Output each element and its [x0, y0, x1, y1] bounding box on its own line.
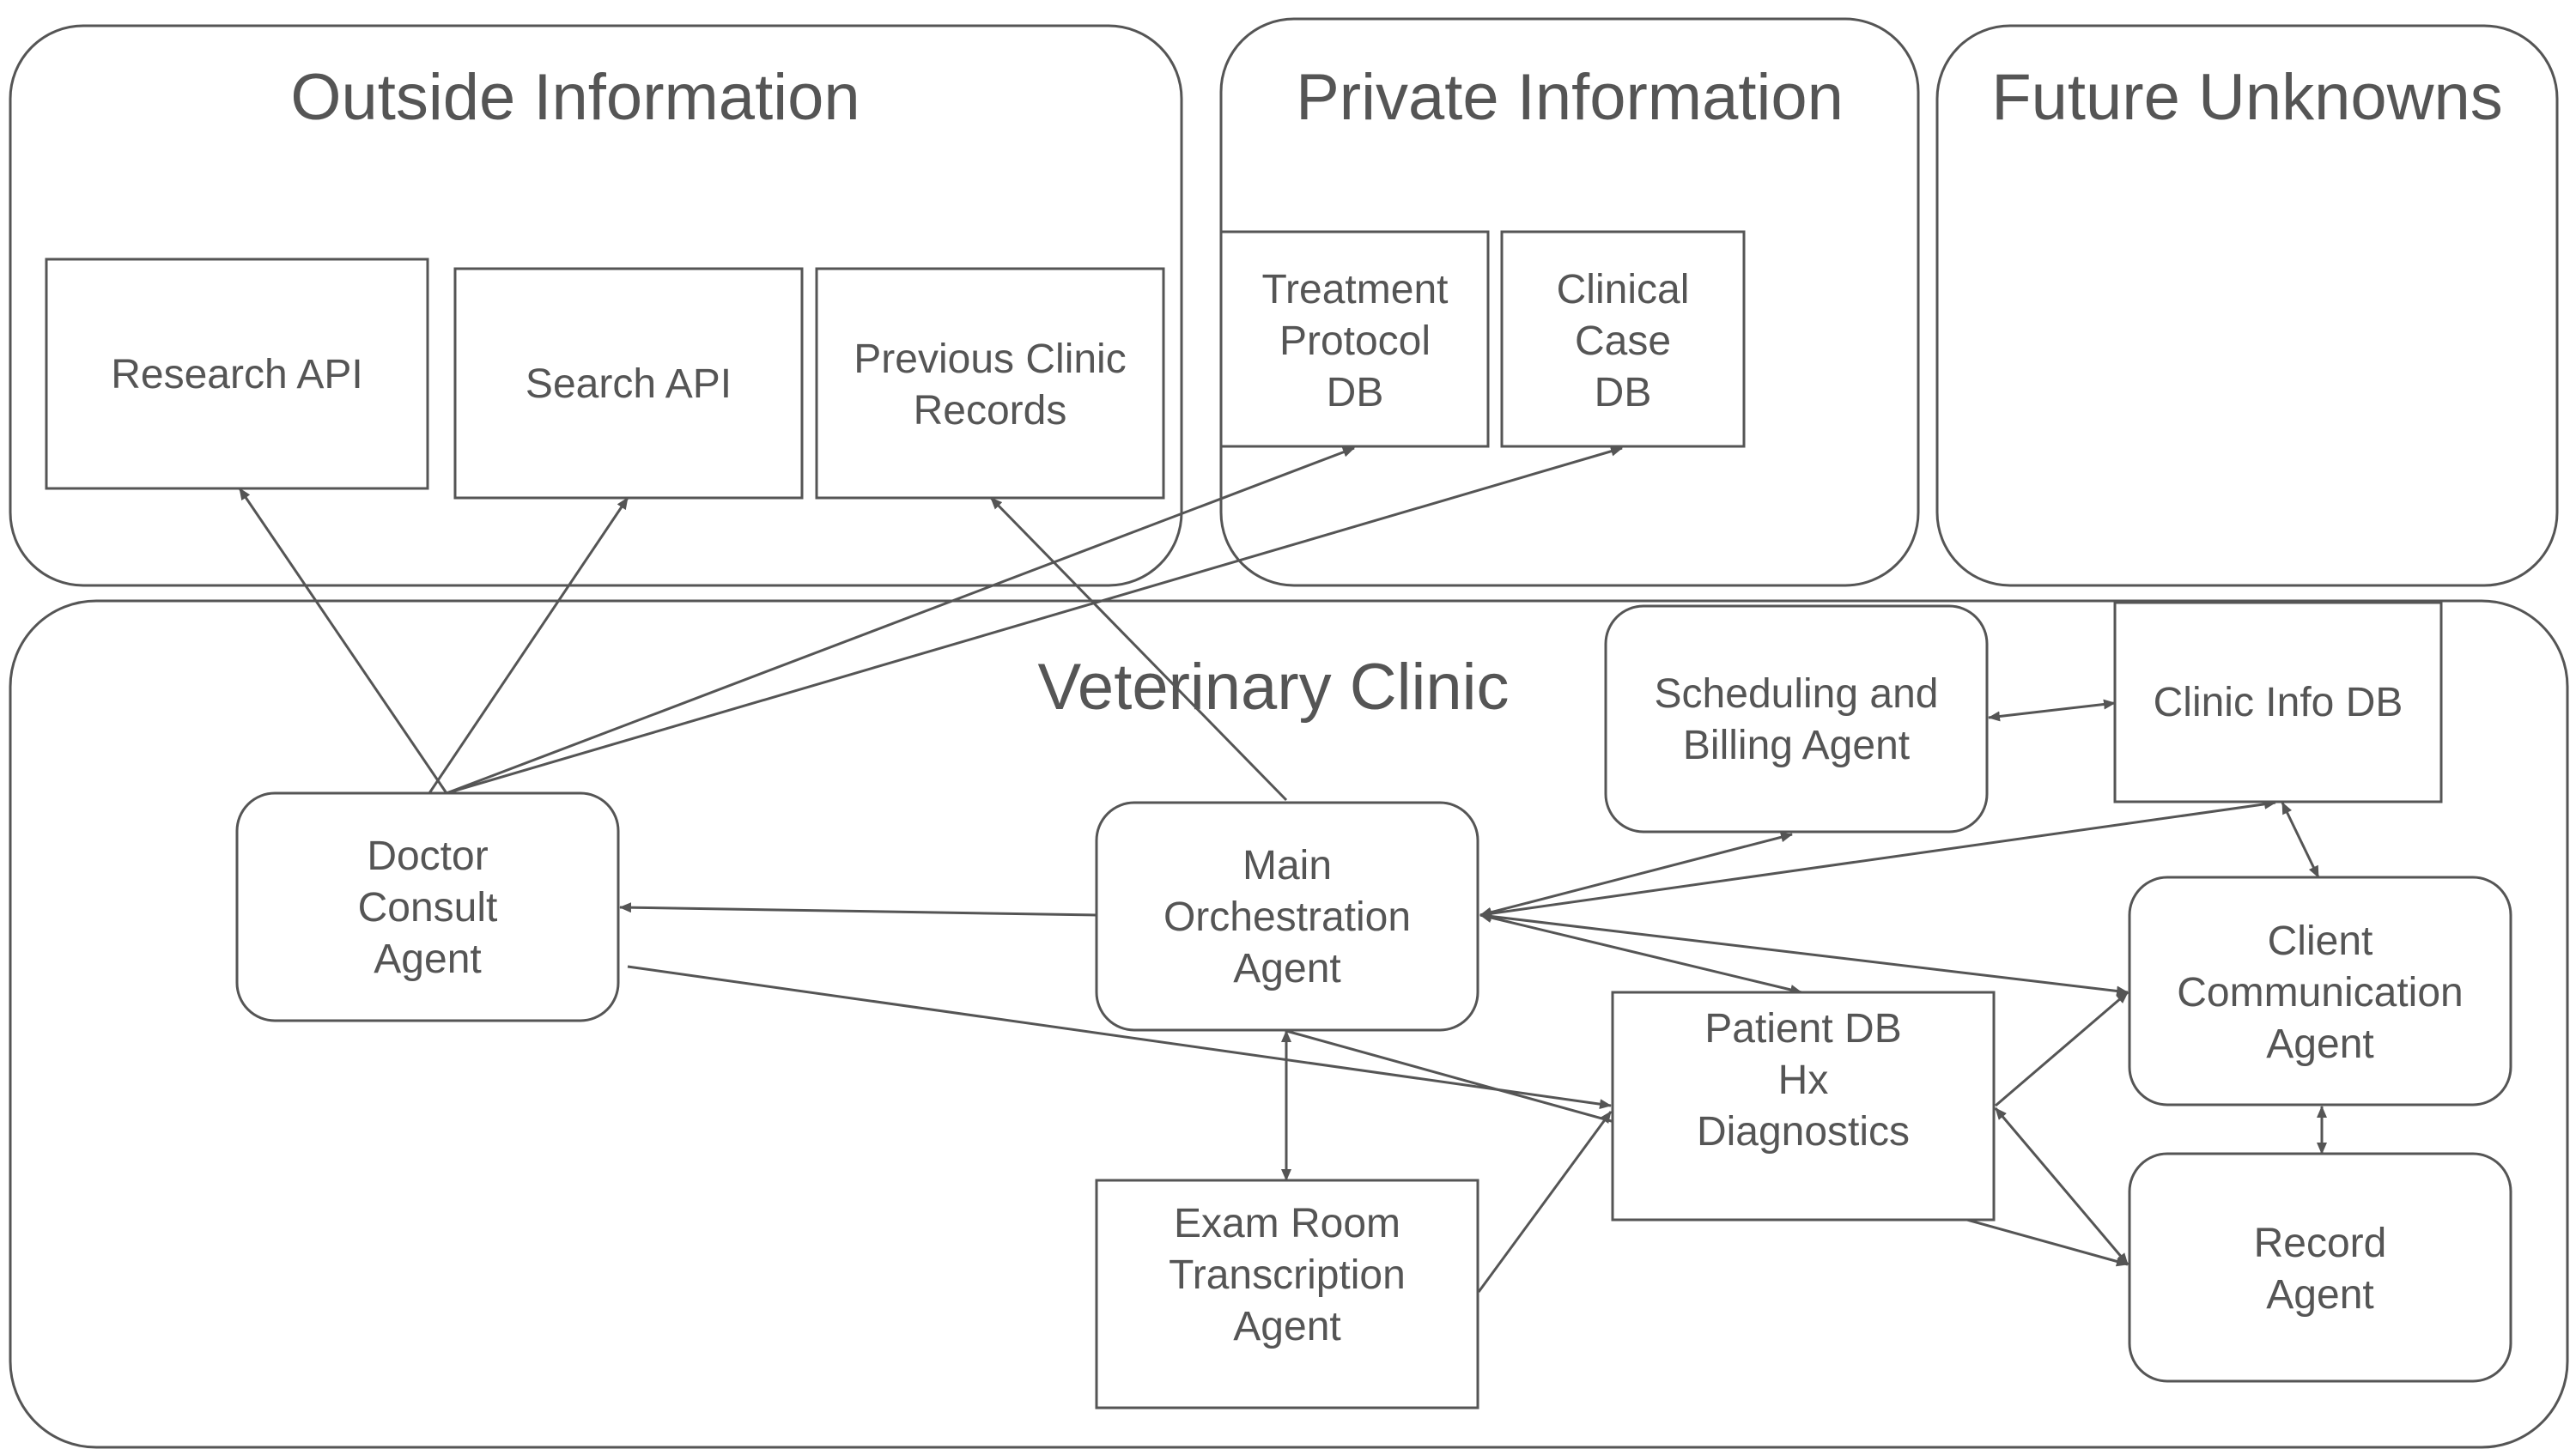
- label-line: Client: [2268, 919, 2373, 964]
- label-line: Orchestration: [1163, 894, 1411, 940]
- label-line: Consult: [358, 885, 498, 931]
- edge-doctor-to-treatment-db: [446, 446, 1355, 795]
- region-outside-information: Outside Information: [9, 24, 1183, 587]
- node-search-api[interactable]: Search API: [453, 267, 804, 500]
- label-line: Exam Room: [1174, 1201, 1400, 1246]
- region-outside-information-title: Outside Information: [290, 61, 860, 134]
- node-research-api[interactable]: Research API: [45, 258, 429, 490]
- label-line: Agent: [2266, 1272, 2373, 1318]
- region-veterinary-clinic-title: Veterinary Clinic: [1037, 651, 1509, 724]
- edge-clinic-info-db-client-communication: [2281, 802, 2320, 878]
- region-veterinary-clinic: Veterinary Clinic: [9, 599, 2569, 1449]
- label-line: Doctor: [367, 834, 488, 879]
- edge-scheduling-clinic-info-db: [1988, 699, 2116, 722]
- edge-layer: [238, 446, 2327, 1293]
- label-line: Patient DB: [1704, 1006, 1901, 1052]
- node-clinic-info-db-label: Clinic Info DB: [2154, 680, 2403, 725]
- edge-main-to-doctor-consult: [619, 902, 1097, 917]
- edge-patient-db-record-agent: [1994, 1107, 2129, 1265]
- edge-patient-db-to-client-communication: [1995, 991, 2129, 1107]
- label-line: Record: [2254, 1221, 2387, 1266]
- label-line: Agent: [2266, 1022, 2373, 1067]
- label-line: Billing Agent: [1683, 723, 1910, 768]
- label-line: DB: [1327, 370, 1384, 415]
- label-line: Research API: [111, 352, 362, 397]
- label-line: Main: [1242, 843, 1332, 888]
- edge-doctor-to-patient-db: [627, 965, 1612, 1110]
- label-line: Scheduling and: [1655, 671, 1939, 717]
- label-line: Clinical: [1557, 267, 1690, 312]
- edge-main-client-communication: [1479, 911, 2129, 997]
- label-line: Agent: [1233, 946, 1340, 991]
- region-future-unknowns: Future Unknowns: [1935, 24, 2559, 587]
- edge-doctor-to-clinical-case-db: [446, 446, 1623, 795]
- label-line: Treatment: [1262, 267, 1449, 312]
- label-line: Protocol: [1279, 318, 1431, 364]
- label-line: Agent: [374, 937, 481, 982]
- label-line: Communication: [2177, 970, 2463, 1016]
- edge-exam-room-to-patient-db: [1477, 1111, 1613, 1293]
- label-line: Transcription: [1169, 1252, 1406, 1298]
- node-clinic-info-db[interactable]: Clinic Info DB: [2113, 601, 2443, 803]
- edge-main-clinic-info-db: [1479, 798, 2276, 919]
- edge-doctor-to-search-api: [428, 497, 629, 794]
- node-research-api-label: Research API: [111, 352, 362, 397]
- label-line: Diagnostics: [1697, 1109, 1910, 1155]
- label-line: Clinic Info DB: [2154, 680, 2403, 725]
- edge-main-patient-db: [1479, 912, 1802, 995]
- node-search-api-label: Search API: [526, 361, 732, 407]
- label-line: Previous Clinic: [854, 336, 1126, 382]
- label-line: Hx: [1778, 1058, 1829, 1103]
- label-line: Case: [1575, 318, 1671, 364]
- label-line: Agent: [1233, 1304, 1340, 1349]
- region-private-information-title: Private Information: [1296, 61, 1844, 134]
- label-line: DB: [1595, 370, 1652, 415]
- region-future-unknowns-title: Future Unknowns: [1991, 61, 2503, 134]
- edge-main-scheduling: [1479, 832, 1793, 918]
- edge-doctor-to-research-api: [238, 488, 448, 794]
- label-line: Records: [914, 388, 1067, 433]
- label-line: Search API: [526, 361, 732, 407]
- edge-main-to-previous-records: [989, 496, 1288, 802]
